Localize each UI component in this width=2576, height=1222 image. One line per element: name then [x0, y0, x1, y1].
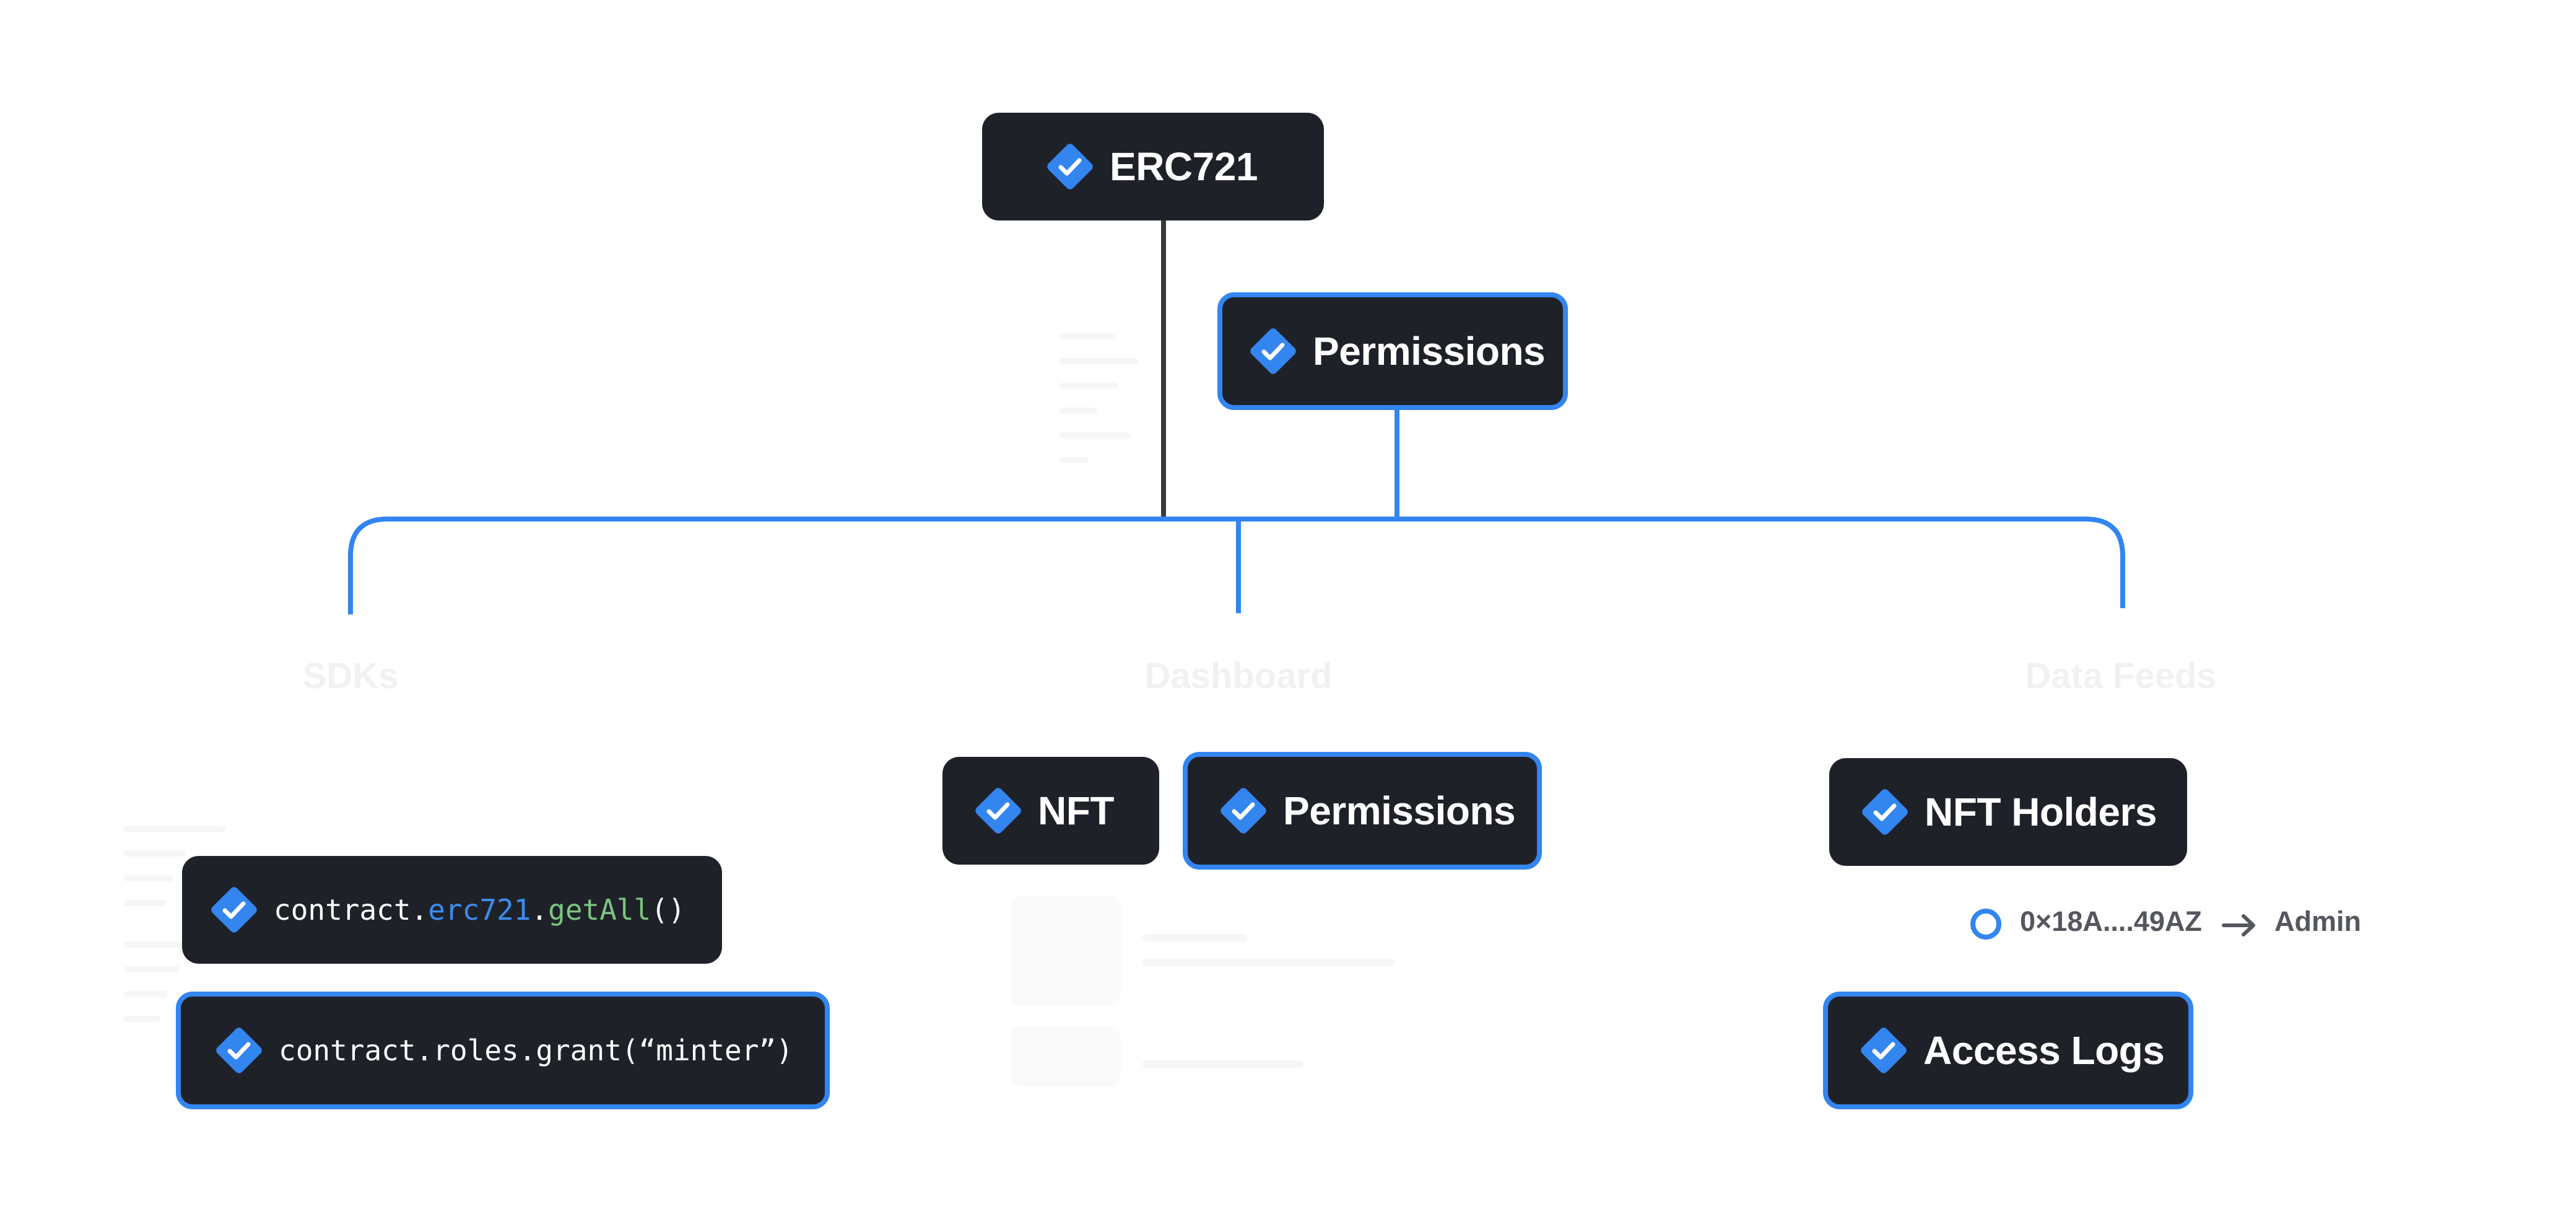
check-diamond-icon — [1221, 788, 1266, 834]
sdk-read-node[interactable]: contract.erc721.getAll() — [182, 856, 722, 964]
check-diamond-icon — [1861, 1028, 1907, 1073]
nft-holders-node[interactable]: NFT Holders — [1829, 758, 2187, 866]
node-label: NFT Holders — [1925, 790, 2157, 834]
ghost-line — [124, 966, 180, 972]
ghost-line — [1059, 333, 1116, 339]
check-diamond-icon — [1047, 144, 1093, 190]
check-diamond-icon — [211, 887, 257, 933]
ghost-line — [124, 875, 173, 881]
access-logs-node[interactable]: Access Logs — [1823, 992, 2193, 1109]
ghost-line — [1059, 408, 1097, 414]
role-label: Admin — [2274, 906, 2361, 937]
category-sdks: SDKs — [302, 656, 399, 696]
ring-icon — [1970, 909, 2001, 940]
check-diamond-icon — [1862, 789, 1908, 835]
ghost-thumbnail — [1011, 896, 1121, 1006]
node-label: Permissions — [1313, 329, 1546, 373]
ghost-thumbnail — [1011, 1026, 1121, 1087]
code-snippet: contract.roles.grant(“minter”) — [279, 1034, 793, 1067]
check-diamond-icon — [975, 788, 1021, 834]
dashboard-permissions-node[interactable]: Permissions — [1183, 752, 1542, 870]
ghost-line — [124, 941, 198, 948]
ghost-line — [1142, 934, 1248, 941]
arrow-right-icon — [2222, 914, 2255, 936]
ghost-line — [124, 850, 186, 857]
ghost-line — [124, 991, 167, 997]
node-label: ERC721 — [1110, 144, 1258, 189]
ghost-line — [124, 1016, 161, 1022]
erc721-node[interactable]: ERC721 — [982, 113, 1324, 220]
check-diamond-icon — [1250, 328, 1296, 374]
code-snippet: contract.erc721.getAll() — [274, 893, 685, 927]
category-data-feeds: Data Feeds — [2025, 656, 2217, 696]
wallet-address: 0×18A....49AZ — [2020, 906, 2202, 937]
category-dashboard: Dashboard — [1144, 656, 1333, 696]
node-label: Permissions — [1283, 788, 1516, 833]
ghost-line — [1059, 383, 1118, 389]
ghost-line — [124, 826, 226, 832]
ghost-line — [124, 900, 167, 906]
ghost-line — [1059, 457, 1089, 463]
ghost-line — [1142, 959, 1395, 966]
ghost-line — [1142, 1060, 1303, 1068]
sdk-write-node[interactable]: contract.roles.grant(“minter”) — [176, 992, 830, 1109]
ghost-line — [1059, 432, 1131, 439]
node-label: NFT — [1038, 788, 1114, 833]
dashboard-nft-node[interactable]: NFT — [942, 757, 1159, 865]
check-diamond-icon — [216, 1028, 262, 1073]
permissions-module-node[interactable]: Permissions — [1217, 292, 1568, 410]
node-label: Access Logs — [1923, 1028, 2165, 1073]
ghost-line — [1059, 358, 1138, 364]
